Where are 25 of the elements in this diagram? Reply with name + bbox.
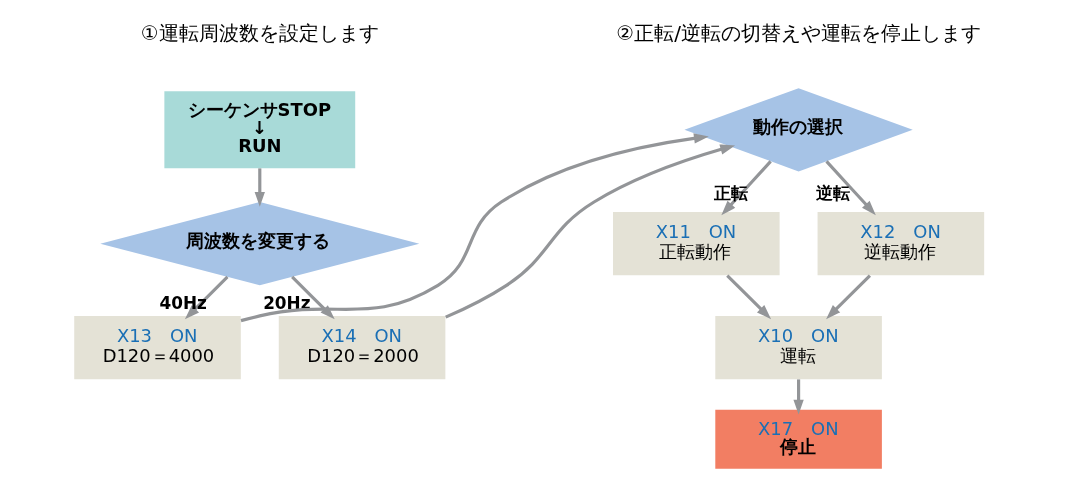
arrow: [721, 160, 772, 216]
arrow: [825, 160, 876, 216]
node-diamond: 動作の選択: [684, 88, 913, 172]
node-box: X10 ON 運転: [715, 315, 882, 380]
label: ①運転周波数を設定します: [140, 20, 379, 45]
edge-label: 40Hz: [159, 292, 207, 313]
arrow: [726, 274, 772, 320]
arrow: [291, 275, 335, 320]
arrow: [793, 379, 804, 415]
node-box: X12 ON 逆転動作: [817, 212, 985, 276]
arrow: [445, 144, 736, 319]
arrow: [826, 274, 871, 320]
edge-label: 20Hz: [263, 292, 311, 313]
edge-label: 正転: [713, 183, 748, 204]
arrow: [254, 168, 265, 207]
node-box: X17 ON 停止: [715, 409, 882, 469]
arrow: [184, 275, 229, 320]
node-box: シーケンサSTOP ↓ RUN: [164, 91, 356, 169]
node-box: X11 ON 正転動作: [613, 212, 780, 276]
node-box: X13 ON D120＝4000: [74, 315, 241, 380]
node-box: X14 ON D120＝2000: [278, 315, 446, 380]
edge-label: 逆転: [815, 183, 850, 204]
node-diamond: 周波数を変更する: [100, 202, 420, 286]
arrow: [240, 133, 709, 323]
label: ②正転/逆転の切替えや運転を停止します: [616, 20, 981, 45]
